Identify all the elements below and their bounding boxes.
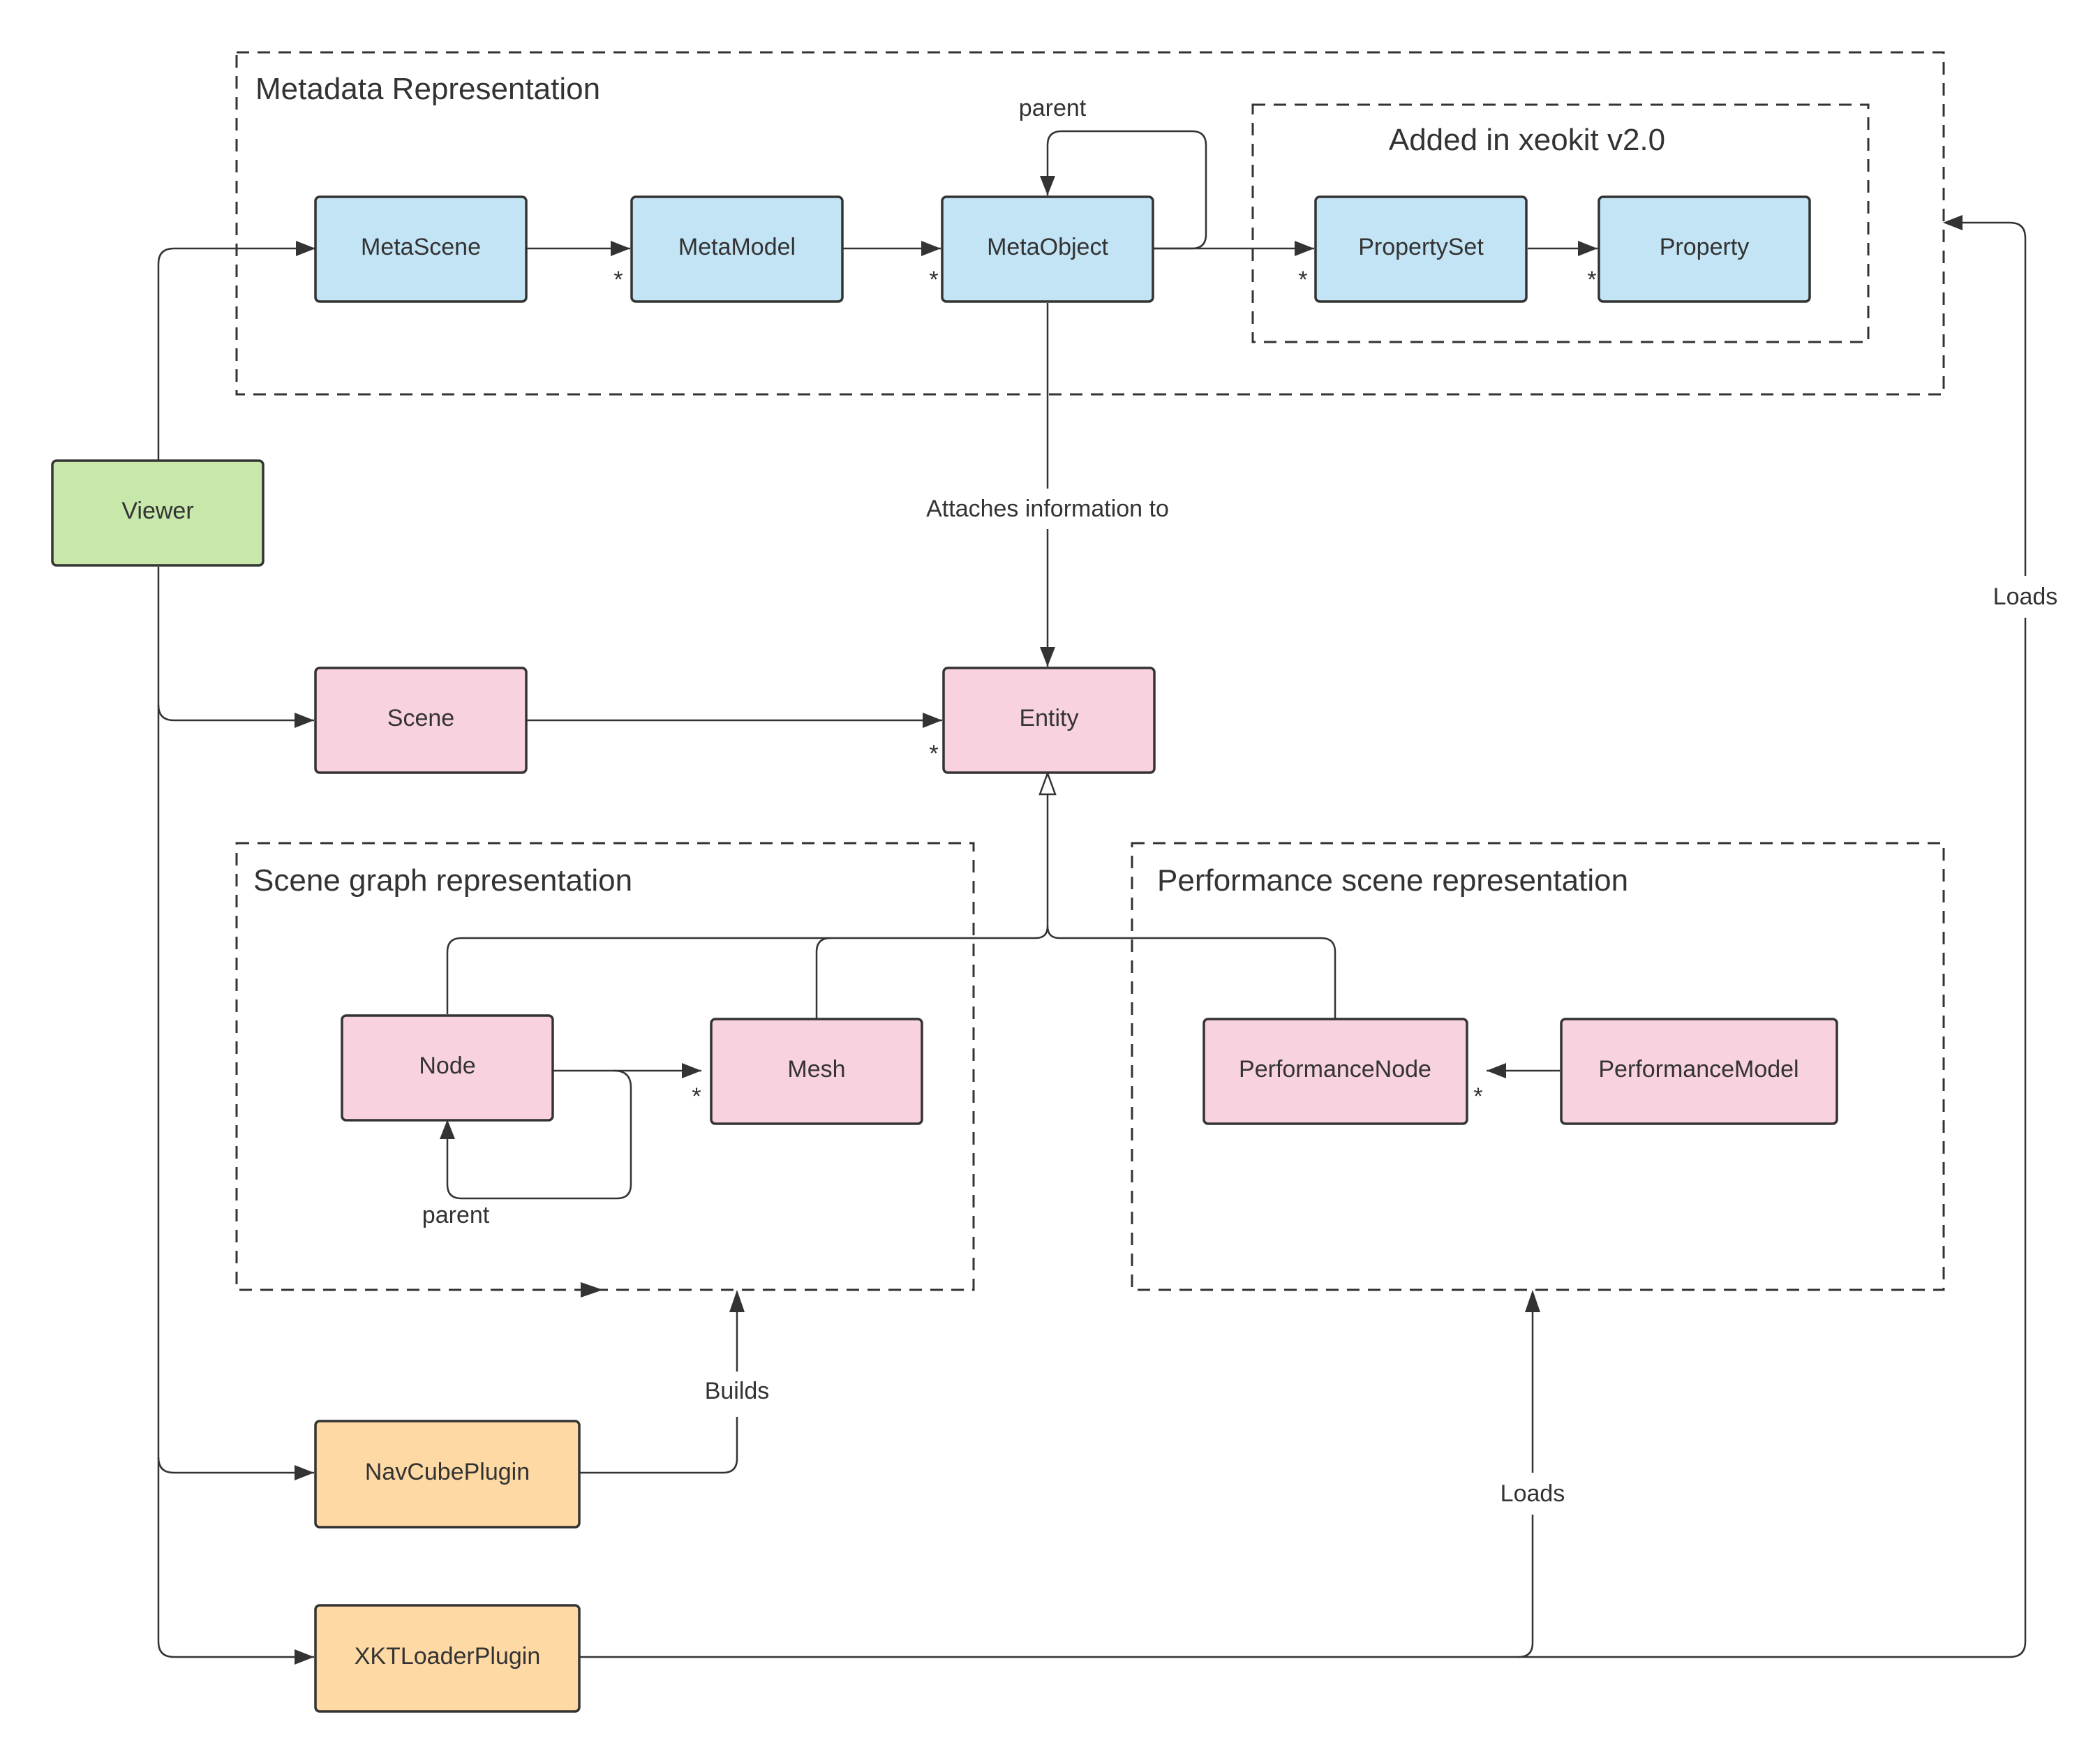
node-metamodel[interactable]: MetaModel — [630, 195, 844, 303]
edge-viewer-scene — [157, 704, 314, 722]
node-propertyset[interactable]: PropertySet — [1314, 195, 1528, 303]
node-propertyset-label: PropertySet — [1358, 234, 1484, 260]
node-scene-label: Scene — [387, 705, 454, 731]
edge-xkt-loads-perf — [1518, 1515, 1534, 1658]
node-navcubeplugin[interactable]: NavCubePlugin — [314, 1420, 581, 1529]
label-node-parent: parent — [422, 1202, 490, 1228]
label-loads-metadata: Loads — [1993, 584, 2058, 610]
group-scene-graph-frame — [235, 842, 975, 1291]
label-loads-performance: Loads — [1500, 1480, 1565, 1507]
multiplicity-property: * — [1587, 267, 1596, 293]
arrowhead-loads-perf — [1525, 1290, 1540, 1312]
arrowhead-perfnode-head — [1487, 1063, 1506, 1078]
inheritance-triangle — [1038, 771, 1057, 796]
arrowhead-metamodel — [611, 241, 630, 256]
group-metadata-label: Metadata Representation — [255, 72, 600, 106]
group-scene-graph-label: Scene graph representation — [253, 863, 632, 898]
arrowhead-xkt — [295, 1649, 314, 1665]
node-viewer-label: Viewer — [121, 498, 193, 524]
edge-xkt-loads — [579, 618, 2027, 1658]
arrowhead-entity-attach — [1040, 647, 1055, 667]
node-entity-label: Entity — [1019, 705, 1078, 731]
group-added-label: Added in xeokit v2.0 — [1389, 123, 1665, 157]
arrowhead-scene-graph-bottom — [581, 1282, 603, 1298]
multiplicity-propertyset: * — [1298, 267, 1307, 293]
node-performancenode[interactable]: PerformanceNode — [1202, 1018, 1468, 1125]
arrowhead-property — [1578, 241, 1598, 256]
node-entity[interactable]: Entity — [942, 667, 1156, 774]
node-performancemodel-label: PerformanceModel — [1598, 1056, 1799, 1083]
arrowhead-navcube — [295, 1465, 314, 1480]
group-performance-label: Performance scene representation — [1157, 863, 1628, 898]
arrowhead-scene — [295, 713, 314, 728]
node-metaobject[interactable]: MetaObject — [941, 195, 1154, 303]
group-performance-frame — [1131, 842, 1945, 1291]
multiplicity-metaobject: * — [929, 267, 938, 293]
label-attaches-information: Attaches information to — [926, 496, 1169, 522]
edge-inherit-node — [446, 926, 1049, 1014]
arrowhead-node-parent — [440, 1120, 455, 1139]
multiplicity-mesh: * — [692, 1083, 701, 1110]
node-performancemodel[interactable]: PerformanceModel — [1560, 1018, 1838, 1125]
node-metascene-label: MetaScene — [361, 234, 481, 260]
edge-inherit-performancenode — [1046, 926, 1336, 1018]
node-performancenode-label: PerformanceNode — [1239, 1056, 1431, 1083]
node-metascene[interactable]: MetaScene — [314, 195, 528, 303]
arrowheads — [295, 176, 1963, 1665]
multiplicity-entity: * — [929, 741, 938, 767]
edge-navcube-builds — [579, 1417, 738, 1474]
label-metaobject-parent: parent — [1019, 95, 1087, 121]
edge-viewer-trunk — [157, 567, 314, 1658]
node-mesh-label: Mesh — [787, 1056, 845, 1083]
label-builds: Builds — [705, 1378, 770, 1404]
arrowhead-entity-scene — [923, 713, 942, 728]
edge-metaobject-parent-loop — [1046, 130, 1207, 250]
node-xktloaderplugin[interactable]: XKTLoaderPlugin — [314, 1604, 581, 1713]
node-node-label: Node — [419, 1053, 475, 1079]
node-navcubeplugin-label: NavCubePlugin — [365, 1459, 530, 1485]
edge-node-parent-loop — [446, 1069, 632, 1200]
arrowhead-metaobject-parent — [1040, 176, 1055, 195]
edge-viewer-navcube — [157, 1457, 314, 1474]
arrowhead-mesh — [682, 1063, 701, 1078]
node-metaobject-label: MetaObject — [987, 234, 1108, 260]
node-property[interactable]: Property — [1598, 195, 1811, 303]
node-xktloaderplugin-label: XKTLoaderPlugin — [355, 1643, 541, 1670]
node-metamodel-label: MetaModel — [678, 234, 796, 260]
group-metadata-frame — [235, 51, 1945, 396]
edge-inherit-mesh — [815, 937, 831, 1018]
edge-viewer-metascene — [157, 247, 315, 461]
arrowhead-propertyset — [1295, 241, 1314, 256]
node-viewer[interactable]: Viewer — [51, 459, 265, 567]
node-scene[interactable]: Scene — [314, 667, 528, 774]
arrowhead-metaobject — [921, 241, 941, 256]
arrowhead-loads-meta — [1943, 215, 1963, 230]
node-node[interactable]: Node — [341, 1014, 554, 1122]
multiplicity-performancenode: * — [1473, 1083, 1482, 1110]
multiplicity-metamodel: * — [613, 267, 623, 293]
node-property-label: Property — [1660, 234, 1750, 260]
edge-xkt-loads-upper — [1961, 221, 2027, 576]
arrowhead-builds — [729, 1290, 745, 1312]
group-added-frame — [1251, 103, 1870, 343]
arrowhead-metascene-head — [296, 241, 315, 256]
node-mesh[interactable]: Mesh — [710, 1018, 923, 1125]
